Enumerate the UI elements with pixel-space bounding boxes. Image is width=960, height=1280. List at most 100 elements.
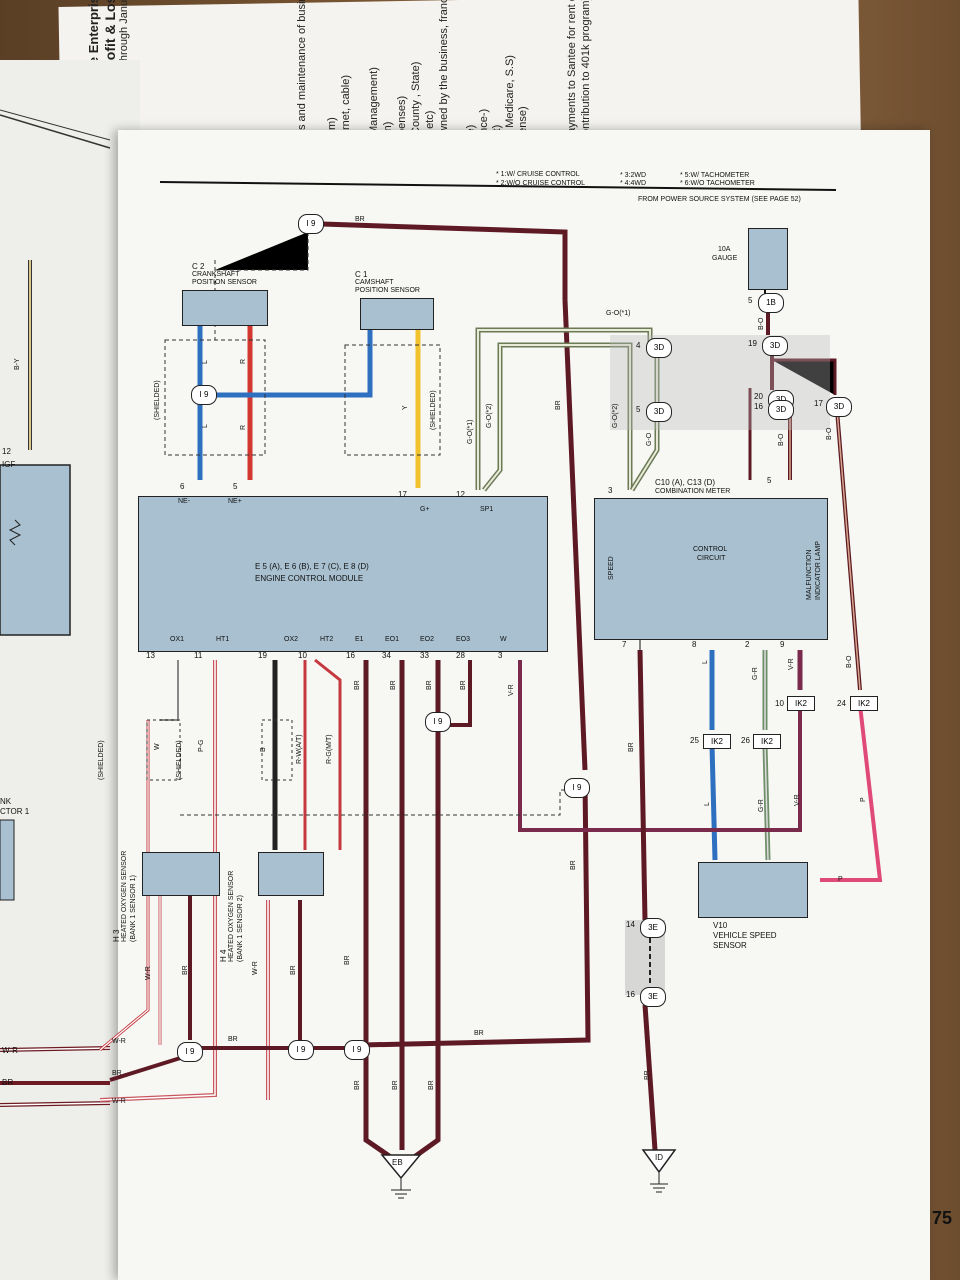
h4-name-2: (BANK 1 SENSOR 2) [237, 895, 244, 962]
wire-label-vr: V-R [794, 794, 801, 806]
shielded-label: (SHIELDED) [430, 390, 437, 430]
ecm-pin-e1: E1 [355, 636, 364, 643]
c1-code: C 1 [355, 270, 368, 279]
pin-number: 17 [398, 490, 407, 499]
left-label-nk: NK [0, 797, 12, 806]
wire-label-gr: G-R [758, 799, 765, 812]
ecm-name: ENGINE CONTROL MODULE [255, 574, 364, 583]
wire-label-wr: W-R [112, 1038, 126, 1045]
wire-label-w: W [154, 743, 161, 750]
connector-ik2-25: IK2 [703, 734, 731, 749]
wire-label-p: P [860, 797, 867, 802]
pin-number: 8 [692, 640, 697, 649]
wire-label-br: BR [570, 860, 577, 870]
pin-number: 16 [754, 402, 763, 411]
c1-name-1: CAMSHAFT [355, 279, 394, 286]
pin-number: 19 [258, 651, 267, 660]
meter-code: C10 (A), C13 (D) [655, 478, 716, 487]
wire-label-br: BR [354, 680, 361, 690]
pin-number: 34 [382, 651, 391, 660]
ecm-pin-w: W [500, 636, 507, 643]
h3-name-1: HEATED OXYGEN SENSOR [121, 850, 128, 942]
connector-i9-ecm: I 9 [425, 712, 451, 732]
left-label-ctor: CTOR 1 [0, 807, 30, 816]
meter-control-label-2: CIRCUIT [697, 555, 726, 562]
ecm-pin-ht1: HT1 [216, 636, 230, 643]
junction-3e-16: 3E [640, 987, 666, 1007]
fuse-gauge [748, 228, 788, 290]
junction-3d-5: 3D [646, 402, 672, 422]
wire-label-bo: B-O [826, 427, 833, 440]
ecm-code: E 5 (A), E 6 (B), E 7 (C), E 8 (D) [255, 562, 369, 571]
meter-name: COMBINATION METER [655, 488, 731, 495]
h4-name-1: HEATED OXYGEN SENSOR [228, 870, 235, 962]
left-label-igf: IGF [2, 460, 16, 469]
pin-number: 6 [180, 482, 185, 491]
heated-oxygen-sensor-bank1-sensor1 [142, 852, 220, 896]
wire-label-wr: W-R [145, 966, 152, 980]
pin-number: 3 [498, 651, 503, 660]
pin-number: 17 [814, 399, 823, 408]
c2-name-1: CRANKSHAFT [192, 271, 240, 278]
ecm-pin-eo3: EO3 [456, 636, 471, 643]
pin-number: 5 [748, 296, 753, 305]
wire-label-br: BR [390, 680, 397, 690]
pin-number: 2 [745, 640, 750, 649]
left-pin-12: 12 [2, 447, 11, 456]
pin-number: 9 [780, 640, 785, 649]
junction-3d-4: 3D [646, 338, 672, 358]
wire-label-l: L [704, 802, 711, 806]
connector-i9-bottom-3: I 9 [344, 1040, 370, 1060]
c1-name-2: POSITION SENSOR [355, 287, 420, 294]
shielded-label: (SHIELDED) [176, 740, 183, 780]
pin-number: 25 [690, 736, 699, 745]
ground-eb-label: EB [392, 1158, 403, 1167]
v10-name-2: SENSOR [713, 941, 747, 950]
pin-number: 19 [748, 339, 757, 348]
legend-note-4: * 4:4WD [620, 180, 647, 187]
ecm-pin-sp1: SP1 [480, 506, 494, 513]
wire-label-l: L [702, 660, 709, 664]
wire-label-vr: V-R [508, 684, 515, 696]
junction-1b: 1B [758, 293, 784, 313]
pin-number: 28 [456, 651, 465, 660]
wire-label-br: BR [344, 955, 351, 965]
pin-number: 11 [194, 651, 203, 660]
legend-note-1: * 1:W/ CRUISE CONTROL [496, 171, 580, 178]
wire-label-go1: G-O(*1) [606, 310, 631, 317]
wire-label-rw: R-W(A/T) [296, 734, 303, 764]
wire-label-br: BR [354, 1080, 361, 1090]
pin-number: 10 [775, 699, 784, 708]
c2-code: C 2 [192, 262, 205, 271]
engine-control-module [138, 496, 548, 652]
meter-speed-label: SPEED [608, 556, 615, 580]
connector-ik2-24: IK2 [850, 696, 878, 711]
pin-number: 10 [298, 651, 307, 660]
meter-mil-label-2: INDICATOR LAMP [815, 541, 822, 600]
ecm-pin-eo1: EO1 [385, 636, 400, 643]
wire-label-vr: V-R [788, 658, 795, 670]
wire-label-br: BR [428, 1080, 435, 1090]
wire-label-p: P [838, 876, 843, 883]
connector-ik2-26: IK2 [753, 734, 781, 749]
pin-number: 4 [636, 341, 641, 350]
h3-name-2: (BANK 1 SENSOR 1) [130, 875, 137, 942]
junction-3d-16: 3D [768, 400, 794, 420]
pin-number: 5 [233, 482, 238, 491]
fuse-name: GAUGE [712, 255, 738, 262]
ecm-pin-g-plus: G+ [420, 506, 430, 513]
shielded-label: (SHIELDED) [98, 740, 105, 780]
pin-number: 12 [456, 490, 465, 499]
left-wire-label-by: B-Y [14, 358, 21, 370]
legend-note-6: * 6:W/O TACHOMETER [680, 180, 755, 187]
wire-label-l: L [202, 360, 209, 364]
junction-3d-17: 3D [826, 397, 852, 417]
wire-label-rg: R-G(M/T) [326, 734, 333, 764]
page-number: 75 [932, 1208, 953, 1228]
wire-label-br: BR [355, 216, 365, 223]
pin-number: 20 [754, 392, 763, 401]
connector-i9-right: I 9 [564, 778, 590, 798]
crankshaft-position-sensor [182, 290, 268, 326]
ground-id-label: ID [655, 1153, 663, 1162]
wire-label-go: G-O [646, 432, 653, 446]
